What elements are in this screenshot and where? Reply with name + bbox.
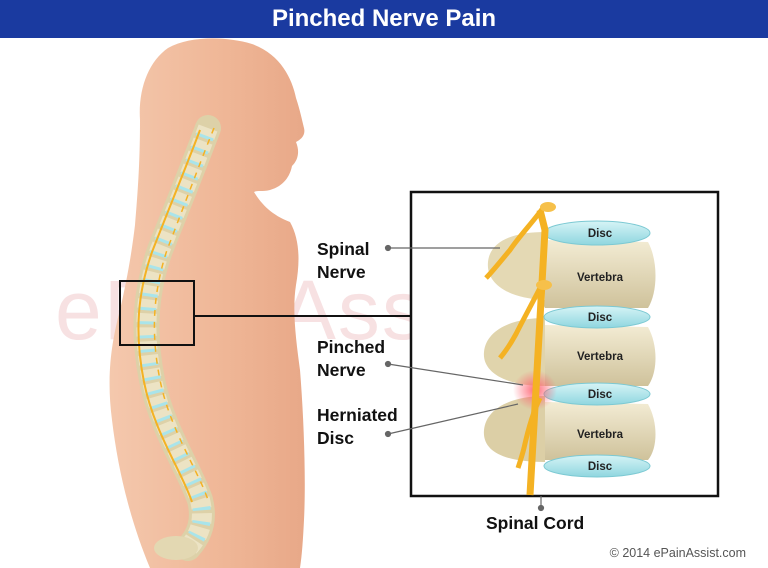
nerves xyxy=(484,202,556,496)
vertebrae xyxy=(483,232,656,462)
leader-lines xyxy=(384,244,545,512)
inset-labels: Disc Vertebra Disc Vertebra Disc Vertebr… xyxy=(577,228,624,473)
page-title: Pinched Nerve Pain xyxy=(0,0,768,38)
spinal-nerve-label: Spinal Nerve xyxy=(317,239,370,282)
spine-highlight-box xyxy=(119,280,195,346)
discs xyxy=(543,220,651,478)
spinal-cord-label: Spinal Cord xyxy=(486,513,585,533)
vertebra-label-1: Vertebra xyxy=(577,272,624,284)
herniated-disc-label: Herniated Disc xyxy=(317,405,398,448)
disc-label-3: Disc xyxy=(588,389,613,401)
spine-column xyxy=(133,115,221,561)
pinched-nerve-label: Pinched Nerve xyxy=(317,337,386,380)
disc-label-2: Disc xyxy=(588,312,613,324)
disc-label-4: Disc xyxy=(588,461,613,473)
vertebra-label-2: Vertebra xyxy=(577,351,624,363)
copyright-notice: © 2014 ePainAssist.com xyxy=(609,546,746,560)
disc-label-1: Disc xyxy=(588,228,613,240)
vertebra-label-3: Vertebra xyxy=(577,429,624,441)
